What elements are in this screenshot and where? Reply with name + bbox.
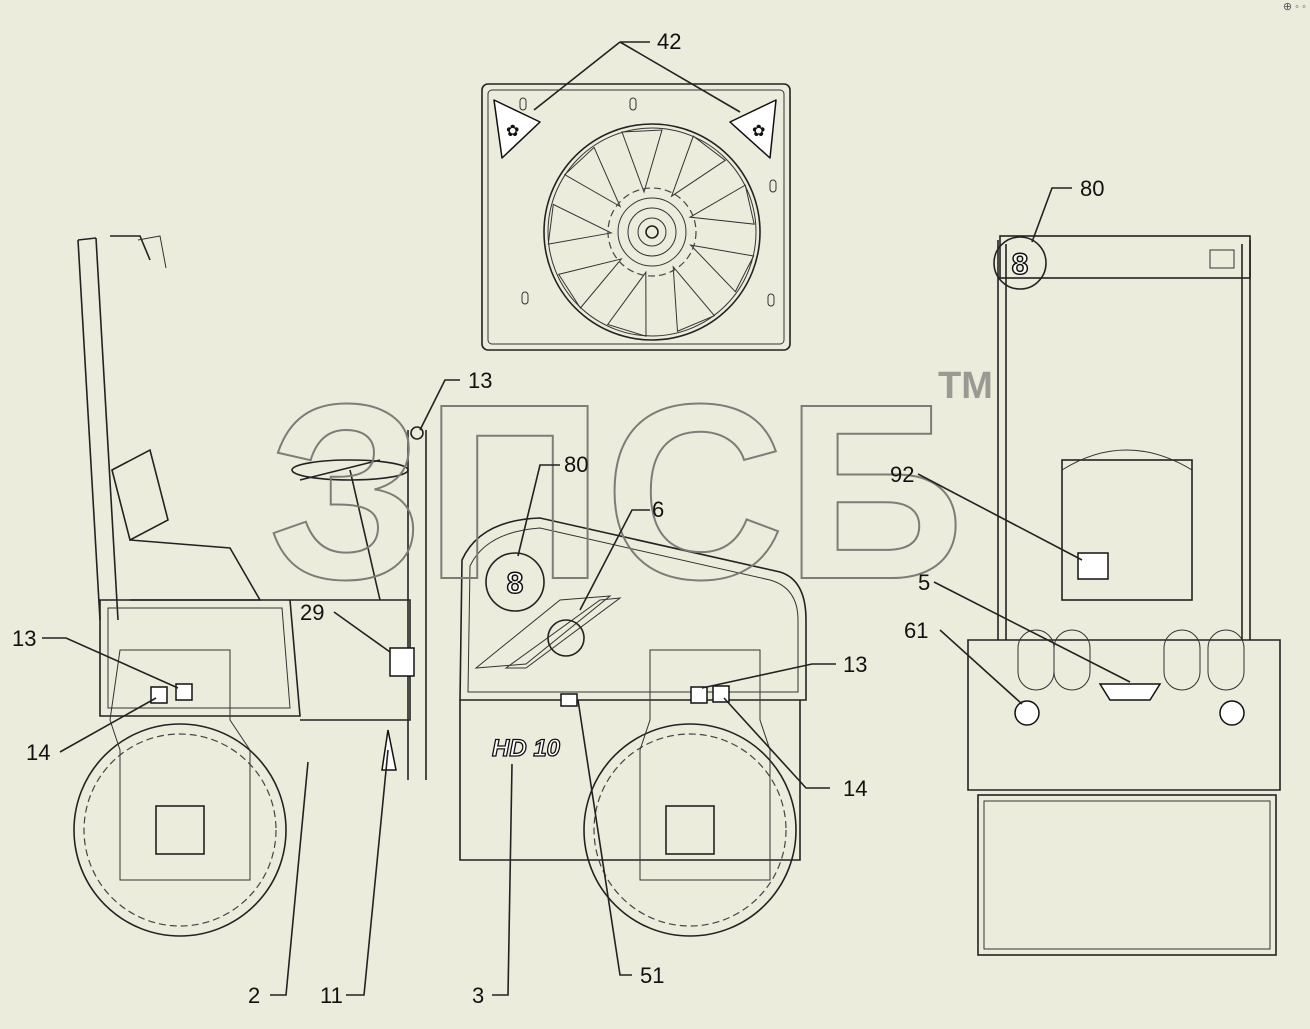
watermark-text: ЗПСБ	[268, 352, 965, 631]
badge-front-text: 8	[1012, 248, 1029, 281]
fan-blades	[547, 129, 755, 337]
decal-5	[1098, 683, 1162, 701]
warning-fan-decal-icon: ✿	[493, 99, 541, 159]
badge-front: 8	[993, 236, 1047, 290]
leader-lines	[42, 41, 1131, 996]
badge-side: 8	[485, 552, 545, 612]
callout-13-right: 13	[843, 652, 867, 677]
warning-fan-decal-icon: ✿	[729, 99, 777, 159]
decal-92	[1077, 552, 1109, 580]
callout-11: 11	[320, 983, 343, 1008]
callout-14-right: 14	[843, 776, 867, 801]
fan-panel: ✿ ✿	[481, 83, 791, 351]
decal-51	[560, 693, 578, 707]
decal-13-right	[690, 686, 708, 704]
callout-92: 92	[890, 462, 914, 487]
callout-42: 42	[657, 29, 681, 54]
decal-14-right	[712, 685, 730, 703]
badge-side-text: 8	[507, 567, 524, 600]
callout-80-side: 80	[564, 452, 588, 477]
svg-text:✿: ✿	[506, 123, 519, 140]
decal-13-left	[175, 683, 193, 701]
callout-labels: 42 80 13 80 6 92 5 61 29 13 14 13 14 2 1…	[12, 29, 1104, 1008]
svg-text:✿: ✿	[752, 123, 765, 140]
callout-6: 6	[652, 497, 664, 522]
decal-29	[389, 647, 415, 677]
callout-29: 29	[300, 600, 324, 625]
corner-mark: ⊕ ◦ ◦	[1282, 1, 1306, 13]
decal-61-left	[1014, 700, 1040, 726]
callout-14-left: 14	[26, 740, 50, 765]
callout-13-left: 13	[12, 626, 36, 651]
callout-13-steering: 13	[468, 368, 492, 393]
decal-61-right	[1219, 700, 1245, 726]
model-label: HD 10	[492, 735, 561, 762]
panel-bolt-holes	[519, 97, 777, 307]
roller-side-view: 8 HD 10	[73, 235, 807, 937]
watermark-tm: TM	[938, 365, 993, 407]
callout-80-top: 80	[1080, 176, 1104, 201]
callout-3: 3	[472, 983, 484, 1008]
watermark: ЗПСБ TM	[267, 351, 993, 632]
callout-5: 5	[918, 570, 930, 595]
callout-61: 61	[904, 618, 928, 643]
callout-51: 51	[640, 963, 664, 988]
callout-2: 2	[248, 983, 260, 1008]
decal-14-left	[150, 686, 168, 704]
roller-front-view: 8	[967, 235, 1281, 956]
decal-11-arrow-icon	[381, 729, 397, 771]
